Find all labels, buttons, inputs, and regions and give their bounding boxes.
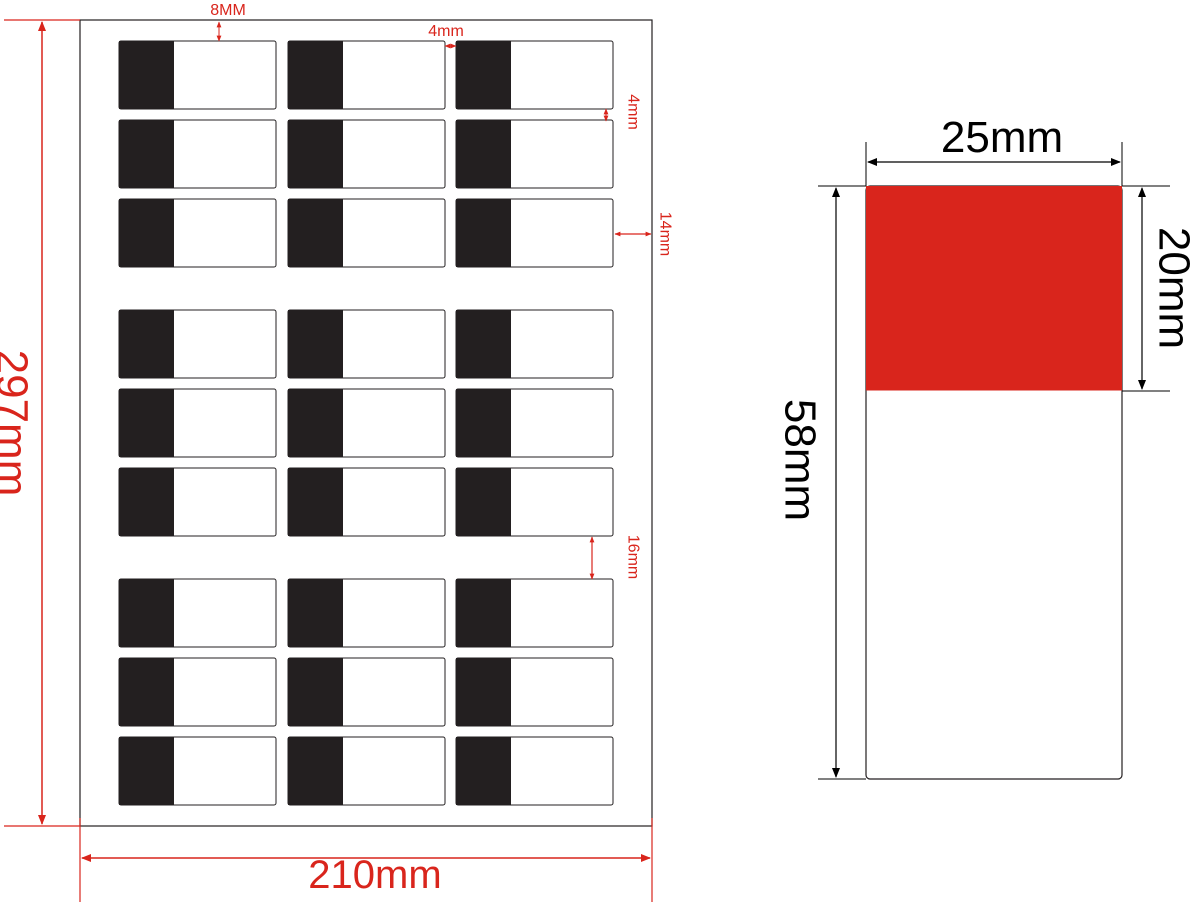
sheet-label (287, 467, 446, 537)
sheet-label (455, 198, 614, 268)
sheet-label (287, 198, 446, 268)
sheet-label-black-block (288, 468, 343, 536)
sheet-label-black-block (119, 310, 174, 378)
column-gap-label: 4mm (428, 23, 464, 40)
sheet-label-black-block (119, 468, 174, 536)
sheet-label (287, 578, 446, 648)
sheet-label-black-block (119, 658, 174, 726)
group-gap-label: 16mm (625, 535, 642, 579)
side-margin-label: 14mm (657, 212, 674, 256)
single-label-height-dimension: 58mm (776, 185, 866, 780)
sheet-label (455, 388, 614, 458)
top-margin-label: 8MM (210, 2, 246, 19)
sheet-label-black-block (456, 579, 511, 647)
sheet-label-black-block (288, 199, 343, 267)
sheet-label-black-block (456, 468, 511, 536)
sheet-label (287, 119, 446, 189)
band-height-label: 20mm (1150, 227, 1199, 349)
sheet-label (118, 736, 277, 806)
sheet-label (455, 578, 614, 648)
sheet-label (455, 119, 614, 189)
sheet-height-label: 297mm (0, 350, 37, 497)
band-height-dimension: 20mm (1122, 185, 1199, 392)
single-label-width-dimension: 25mm (865, 113, 1123, 186)
single-label-detail (865, 185, 1123, 780)
sheet-label-black-block (119, 120, 174, 188)
label-grid (118, 40, 614, 806)
sheet-label-black-block (456, 658, 511, 726)
sheet-label (455, 657, 614, 727)
top-margin-dimension: 8MM (210, 2, 246, 42)
sheet-label-black-block (288, 120, 343, 188)
single-label-height-label: 58mm (776, 399, 825, 521)
sheet-width-dimension: 210mm (79, 818, 653, 902)
sheet-label (118, 119, 277, 189)
row-gap-label: 4mm (625, 94, 642, 130)
sheet-width-label: 210mm (308, 853, 441, 897)
sheet-label-black-block (456, 737, 511, 805)
sheet-label-black-block (456, 41, 511, 109)
sheet-label-black-block (119, 737, 174, 805)
sheet-label-black-block (119, 579, 174, 647)
sheet-label (455, 40, 614, 110)
sheet-label-black-block (288, 579, 343, 647)
sheet-label (118, 657, 277, 727)
side-margin-dimension: 14mm (614, 212, 674, 256)
a4-sheet (79, 19, 653, 827)
sheet-label-black-block (456, 389, 511, 457)
sheet-label-black-block (288, 310, 343, 378)
sheet-label-black-block (288, 737, 343, 805)
sheet-label (287, 657, 446, 727)
sheet-label (118, 467, 277, 537)
sheet-label-black-block (119, 199, 174, 267)
sheet-label-black-block (119, 41, 174, 109)
single-label-color-band (866, 186, 1122, 391)
sheet-label (287, 736, 446, 806)
sheet-label (118, 198, 277, 268)
sheet-label (287, 40, 446, 110)
sheet-label (118, 309, 277, 379)
column-gap-dimension: 4mm (428, 23, 464, 49)
sheet-height-dimension: 297mm (0, 19, 80, 827)
sheet-label-black-block (456, 310, 511, 378)
sheet-label (287, 309, 446, 379)
sheet-label-black-block (119, 389, 174, 457)
group-gap-dimension: 16mm (589, 535, 642, 580)
sheet-label (455, 736, 614, 806)
sheet-label (118, 40, 277, 110)
sheet-label-black-block (288, 658, 343, 726)
row-gap-dimension: 4mm (603, 94, 642, 130)
sheet-label (455, 467, 614, 537)
sheet-label-black-block (456, 199, 511, 267)
sheet-label-black-block (456, 120, 511, 188)
sheet-label (118, 388, 277, 458)
single-label-width-label: 25mm (941, 113, 1063, 162)
sheet-label (455, 309, 614, 379)
sheet-label (287, 388, 446, 458)
sheet-label (118, 578, 277, 648)
sheet-label-black-block (288, 41, 343, 109)
sheet-label-black-block (288, 389, 343, 457)
